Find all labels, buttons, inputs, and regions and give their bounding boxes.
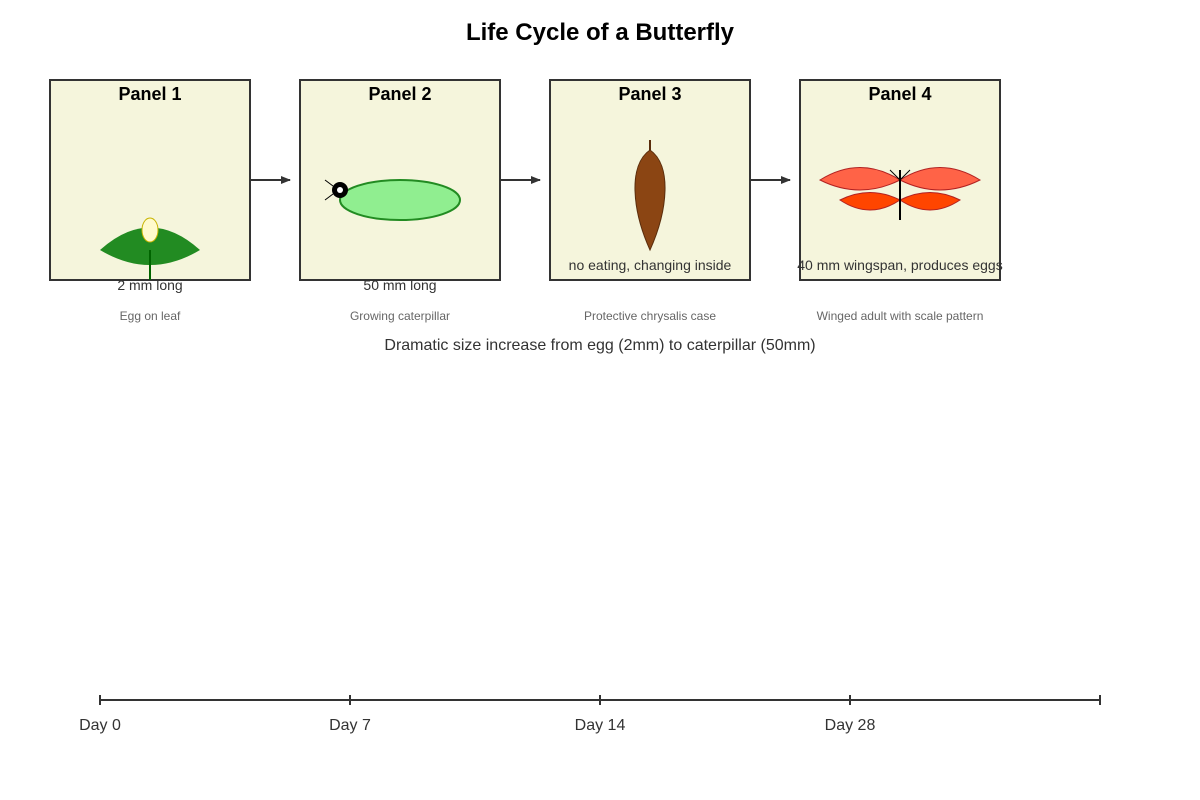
caterpillar-antenna-bottom [324,193,334,201]
panel-4-title: Panel 4 [868,84,931,104]
panel-3-measurement: no eating, changing inside [569,257,732,273]
panel-1-measurement: 2 mm long [117,277,182,293]
panel-1: Panel 1 2 mm long Egg on leaf [49,79,251,323]
egg-shape [141,217,159,243]
timeline: Day 0 Day 7 Day 14 Day 28 [79,695,1101,734]
panel-4: Panel 4 40 mm wingspan, produces eggs Wi… [797,79,1003,323]
panel-3-caption: Protective chrysalis case [584,309,716,323]
panel-1-caption: Egg on leaf [120,309,181,323]
timeline-tick-label: Day 14 [575,717,626,734]
chrysalis-icon [634,140,666,252]
timeline-tick-label: Day 7 [329,717,371,734]
butterfly-left-lower-wing [839,192,901,211]
butterfly-left-upper-wing [818,167,902,191]
panel-4-caption: Winged adult with scale pattern [817,309,984,323]
panel-1-title: Panel 1 [118,84,181,104]
butterfly-antenna-right [899,169,911,181]
diagram-title: Life Cycle of a Butterfly [466,19,735,46]
butterfly-right-lower-wing [899,192,961,211]
caterpillar-antenna-top [324,179,334,187]
caterpillar-icon [324,179,461,221]
panel-4-measurement: 40 mm wingspan, produces eggs [797,257,1002,273]
egg-on-leaf-icon [100,217,200,280]
chrysalis-case [634,149,666,252]
panel-2: Panel 2 50 mm long Growing caterpillar [299,79,501,323]
caterpillar-eye [337,187,343,193]
butterfly-right-upper-wing [898,167,982,191]
leaf-shape [100,227,200,265]
panel-2-measurement: 50 mm long [363,277,436,293]
caterpillar-body [339,179,461,221]
size-comparison-note: Dramatic size increase from egg (2mm) to… [384,337,815,354]
panel-3-title: Panel 3 [618,84,681,104]
timeline-tick-label: Day 0 [79,717,121,734]
panel-2-title: Panel 2 [368,84,431,104]
panel-3: Panel 3 no eating, changing inside Prote… [549,79,751,323]
butterfly-antenna-left [889,169,901,181]
panel-2-caption: Growing caterpillar [350,309,450,323]
butterfly-icon [818,167,982,220]
timeline-tick-label: Day 28 [825,717,876,734]
